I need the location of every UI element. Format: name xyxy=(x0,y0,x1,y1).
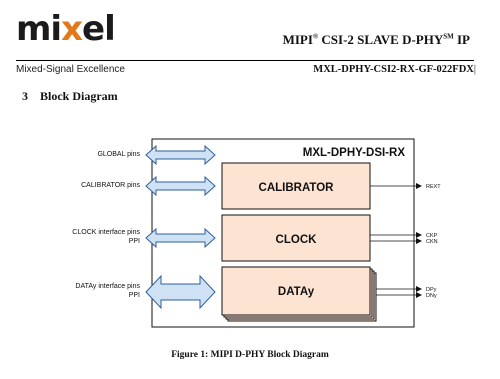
clock-ppi-label: PPI xyxy=(129,238,140,245)
rext-signal-label: REXT xyxy=(426,184,441,190)
section-number: 3 xyxy=(22,89,28,103)
ckp-signal-label: CKP xyxy=(426,233,438,239)
logo-wordmark: mixel xyxy=(16,9,116,49)
data-block xyxy=(221,266,371,316)
data-pins-label: DATAy interface pins xyxy=(75,283,140,290)
document-number: MXL-DPHY-CSI2-RX-GF-022FDX| xyxy=(313,64,476,75)
logo-x-mark: x xyxy=(61,9,83,49)
dny-signal-label: DNy xyxy=(426,293,437,299)
data-block-label: DATAy xyxy=(278,286,315,298)
clock-pins-arrow xyxy=(145,227,216,249)
title-main: CSI-2 SLAVE D-PHY xyxy=(318,32,444,47)
ckn-signal-label: CKN xyxy=(426,239,438,245)
data-pins-arrow xyxy=(145,274,216,310)
global-pins-label: GLOBAL pins xyxy=(97,151,140,158)
company-tagline: Mixed-Signal Excellence xyxy=(16,64,125,75)
document-number-text: MXL-DPHY-CSI2-RX-GF-022FDX xyxy=(313,64,474,75)
calibrator-pins-arrow xyxy=(145,175,216,197)
mixel-logo: mixel xyxy=(16,12,126,54)
calibrator-pins-label: CALIBRATOR pins xyxy=(81,182,140,189)
data-ppi-label: PPI xyxy=(129,292,140,299)
text-cursor: | xyxy=(473,64,476,75)
header-rule xyxy=(16,60,474,61)
service-mark: SM xyxy=(443,32,454,41)
clock-block-label: CLOCK xyxy=(276,234,318,246)
clock-pins-label: CLOCK interface pins xyxy=(72,229,140,236)
figure-caption: Figure 1: MIPI D-PHY Block Diagram xyxy=(171,350,329,360)
section-title: Block Diagram xyxy=(40,89,118,103)
clock-block xyxy=(221,214,371,262)
title-suffix: IP xyxy=(453,32,470,47)
calibrator-block-label: CALIBRATOR xyxy=(259,182,335,194)
ip-name-label: MXL-DPHY-DSI-RX xyxy=(303,147,406,159)
document-title: MIPI® CSI-2 SLAVE D-PHYSM IP xyxy=(283,32,470,48)
section-heading: 3 Block Diagram xyxy=(22,89,118,104)
dpy-signal-label: DPy xyxy=(426,287,437,293)
title-prefix: MIPI xyxy=(282,32,313,47)
registered-mark: ® xyxy=(312,32,319,41)
global-pins-arrow xyxy=(145,144,216,166)
calibrator-block xyxy=(221,162,371,210)
